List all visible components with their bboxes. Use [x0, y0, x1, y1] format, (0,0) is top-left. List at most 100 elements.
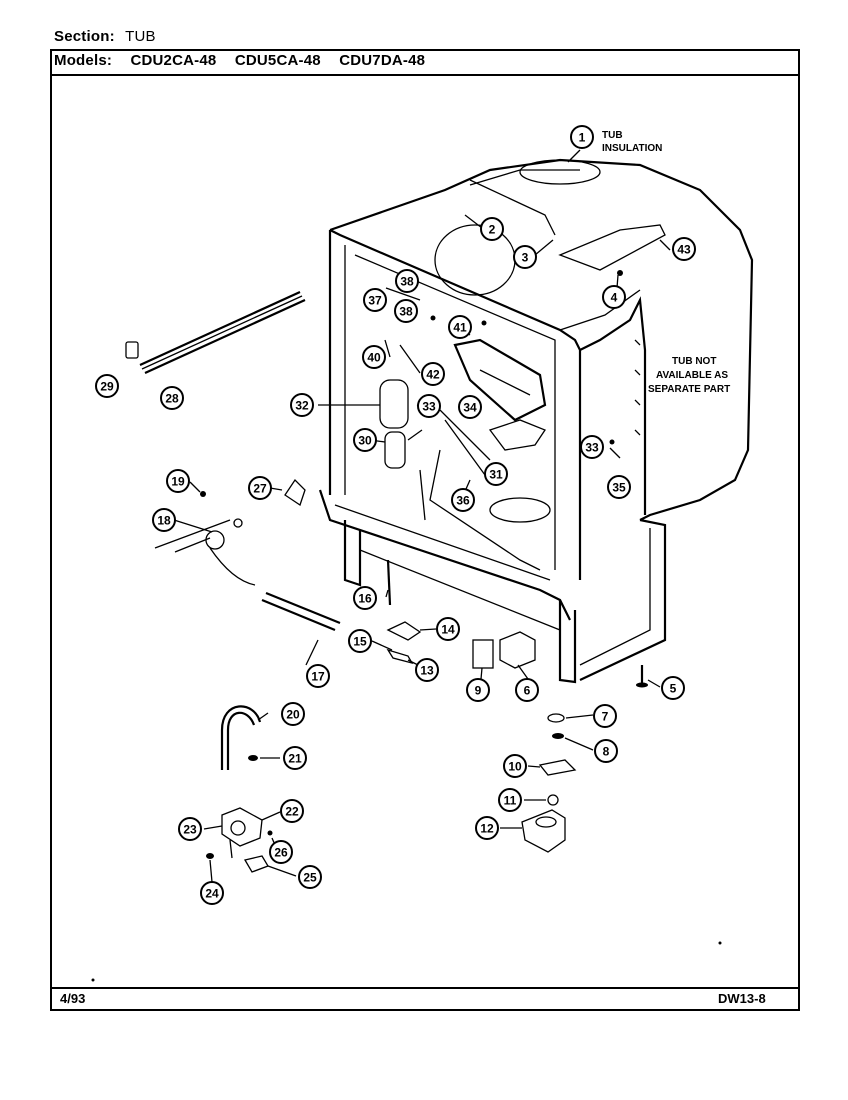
callout-number: 6: [524, 684, 531, 698]
callout-circle: [503, 754, 527, 778]
callout-36b: 36: [451, 488, 475, 512]
callout-4: 4: [602, 285, 626, 309]
callout-circle: [607, 475, 631, 499]
callout-circle: [458, 395, 482, 419]
model-2: CDU5CA-48: [234, 52, 321, 69]
callout-circle: [160, 386, 184, 410]
header-rule: [50, 74, 800, 76]
callout-13: 13: [415, 658, 439, 682]
callout-circle: [498, 788, 522, 812]
callout-number: 10: [508, 760, 522, 774]
footer-code: DW13-8: [718, 991, 766, 1006]
callout-circle: [363, 288, 387, 312]
callout-number: 8: [603, 745, 610, 759]
section-value: TUB: [125, 28, 156, 45]
callout-35: 35: [607, 475, 631, 499]
callout-number: 28: [165, 392, 179, 406]
callout-number: 11: [504, 794, 517, 808]
callout-circle: [580, 435, 604, 459]
callout-circle: [661, 676, 685, 700]
callout-number: 19: [171, 475, 185, 489]
section-label: Section:: [54, 28, 115, 45]
callout-number: 38: [399, 305, 413, 319]
callout-number: 3: [522, 251, 529, 265]
callout-circle: [280, 799, 304, 823]
callout-10: 10: [503, 754, 527, 778]
callout-number: 26: [274, 846, 288, 860]
callout-circle: [475, 816, 499, 840]
footer-date: 4/93: [60, 991, 86, 1006]
callout-circle: [281, 702, 305, 726]
callout-2: 2: [480, 217, 504, 241]
callout-number: 23: [183, 823, 197, 837]
callout-24: 24: [200, 881, 224, 905]
callout-circle: [95, 374, 119, 398]
callout-circle: [594, 739, 618, 763]
callout-number: 7: [602, 710, 609, 724]
callout-number: 1: [579, 131, 586, 145]
callout-36: 38: [394, 299, 418, 323]
callout-number: 29: [100, 380, 114, 394]
note-tub-not-available-line1: TUB NOT: [672, 356, 716, 367]
callout-number: 30: [358, 434, 372, 448]
callout-number: 24: [205, 887, 219, 901]
model-3: CDU7DA-48: [339, 52, 426, 69]
callout-17: 17: [306, 664, 330, 688]
callout-number: 17: [311, 670, 325, 684]
callout-9: 9: [466, 678, 490, 702]
callout-number: 13: [420, 664, 434, 678]
callout-number: 9: [475, 684, 482, 698]
callout-circle: [570, 125, 594, 149]
callout-number: 20: [286, 708, 300, 722]
callout-circle: [283, 746, 307, 770]
callout-number: 18: [157, 514, 171, 528]
footer-rule: [50, 987, 800, 989]
callout-26: 26: [269, 840, 293, 864]
callout-number: 36: [456, 494, 470, 508]
note-tub-not-available-line2: AVAILABLE AS: [656, 370, 728, 381]
callout-number: 37: [368, 294, 382, 308]
callout-circle: [362, 345, 386, 369]
callout-number: 14: [441, 623, 455, 637]
callout-19: 19: [166, 469, 190, 493]
callout-15: 15: [348, 629, 372, 653]
callout-circle: [248, 476, 272, 500]
callout-32: 32: [290, 393, 314, 417]
callout-number: 27: [253, 482, 267, 496]
callout-number: 2: [489, 223, 496, 237]
callout-1: 1: [570, 125, 594, 149]
callout-30: 30: [353, 428, 377, 452]
callout-number: 34: [463, 401, 477, 415]
callout-number: 31: [489, 468, 503, 482]
callout-circle: [451, 488, 475, 512]
callout-circle: [602, 285, 626, 309]
callout-number: 5: [670, 682, 677, 696]
models-label: Models:: [54, 52, 113, 69]
callout-number: 25: [303, 871, 317, 885]
callout-number: 12: [480, 822, 494, 836]
callout-circle: [448, 315, 472, 339]
callout-33: 33: [417, 394, 441, 418]
callout-3: 3: [513, 245, 537, 269]
callout-29: 29: [95, 374, 119, 398]
callout-31: 31: [484, 462, 508, 486]
callout-circle: [152, 508, 176, 532]
callout-number: 42: [426, 368, 440, 382]
callout-circle: [417, 394, 441, 418]
callout-33b: 33: [580, 435, 604, 459]
callout-number: 22: [285, 805, 299, 819]
callout-number: 32: [295, 399, 309, 413]
callout-12: 12: [475, 816, 499, 840]
callout-circle: [353, 586, 377, 610]
callout-22: 22: [280, 799, 304, 823]
callout-20: 20: [281, 702, 305, 726]
tub-assembly-drawing: [318, 158, 754, 684]
section-heading: Section: TUB: [54, 28, 156, 45]
callout-circle: [290, 393, 314, 417]
callout-16: 16: [353, 586, 377, 610]
callout-21: 21: [283, 746, 307, 770]
callout-number: 43: [677, 243, 691, 257]
leader-lines: [173, 149, 671, 883]
callout-14: 14: [436, 617, 460, 641]
